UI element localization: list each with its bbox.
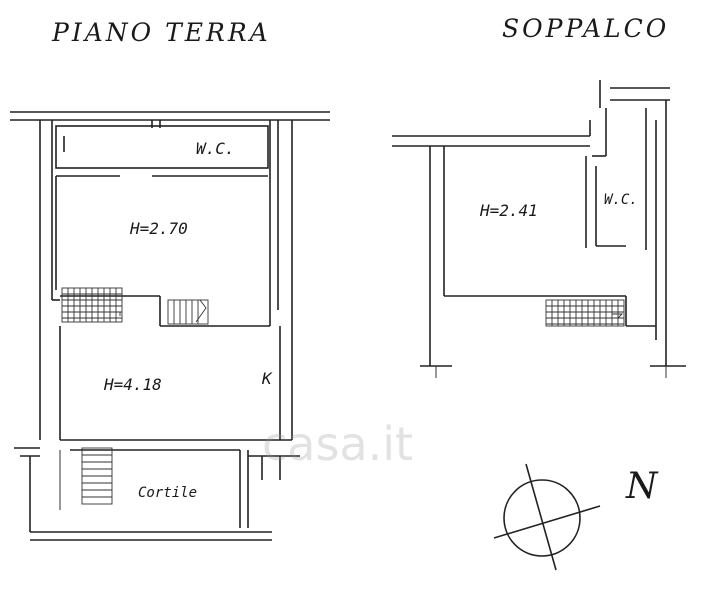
ground-floor-wc-label: W.C. <box>196 139 235 158</box>
compass-circle <box>503 479 581 557</box>
watermark: casa.it <box>262 417 413 471</box>
compass: N <box>493 463 659 571</box>
mezzanine-wc-label: W.C. <box>604 192 638 208</box>
ground-floor-title: PIANO TERRA <box>51 18 271 47</box>
mezzanine-title: SOPPALCO <box>502 14 669 43</box>
ground-floor-stair-left <box>61 287 123 323</box>
ground-floor-walls <box>10 111 330 541</box>
compass-needle-axis <box>525 463 557 571</box>
mezzanine-height-label: H=2.41 <box>479 201 538 220</box>
lower-room-height-label: H=4.18 <box>103 375 162 394</box>
ground-floor-stair-right <box>167 299 209 325</box>
courtyard-label: Cortile <box>138 485 197 501</box>
mezzanine-plan: H=2.41 W.C. <box>392 80 686 378</box>
compass-cross-axis <box>493 505 601 539</box>
mezzanine-stair <box>545 299 625 327</box>
north-label: N <box>625 466 659 507</box>
kitchen-label: K <box>261 369 273 388</box>
courtyard-stair <box>81 447 113 505</box>
ground-floor-plan: W.C. H=2.70 H=4.18 K Cortile <box>10 111 330 541</box>
mezzanine-walls <box>392 80 686 378</box>
upper-room-height-label: H=2.70 <box>129 219 188 238</box>
